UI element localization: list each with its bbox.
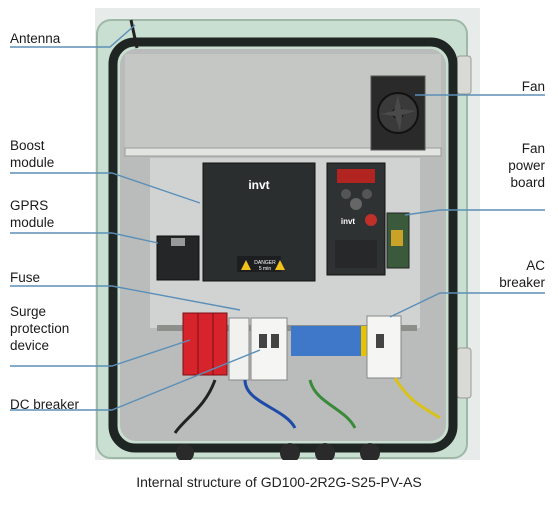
label-fan-power-board: Fan power board [508, 140, 545, 191]
label-dc-breaker: DC breaker [10, 397, 80, 412]
inverter-brand: invt [341, 217, 356, 226]
enclosure-photo: invt DANGER 5 min invt [95, 8, 480, 460]
label-surge-device: Surge protection device [10, 303, 69, 354]
label-gprs-line2: module [10, 215, 55, 230]
label-fanboard-line1: Fan [521, 141, 545, 156]
figure-caption: Internal structure of GD100-2R2G-S25-PV-… [136, 474, 422, 490]
label-boost-line2: module [10, 155, 55, 170]
label-ac-line1: AC [526, 258, 545, 273]
label-surge-line1: Surge [10, 304, 47, 319]
label-fanboard-line3: board [510, 175, 545, 190]
label-gprs-module: GPRS module [10, 197, 54, 231]
label-surge-line2: protection [10, 321, 70, 336]
warning-title: DANGER [254, 260, 276, 266]
label-fanboard-line2: power [508, 158, 545, 173]
label-gprs-line1: GPRS [10, 198, 49, 213]
label-surge-line3: device [10, 338, 50, 353]
warning-sub: 5 min [259, 266, 271, 272]
label-antenna: Antenna [10, 31, 61, 46]
label-boost-line1: Boost [10, 138, 45, 153]
boost-brand: invt [248, 178, 269, 192]
label-ac-line2: breaker [499, 275, 545, 290]
label-ac-breaker: AC breaker [499, 257, 545, 291]
label-fan: Fan [521, 79, 545, 94]
label-fuse: Fuse [10, 270, 41, 285]
label-boost-module: Boost module [10, 137, 54, 171]
